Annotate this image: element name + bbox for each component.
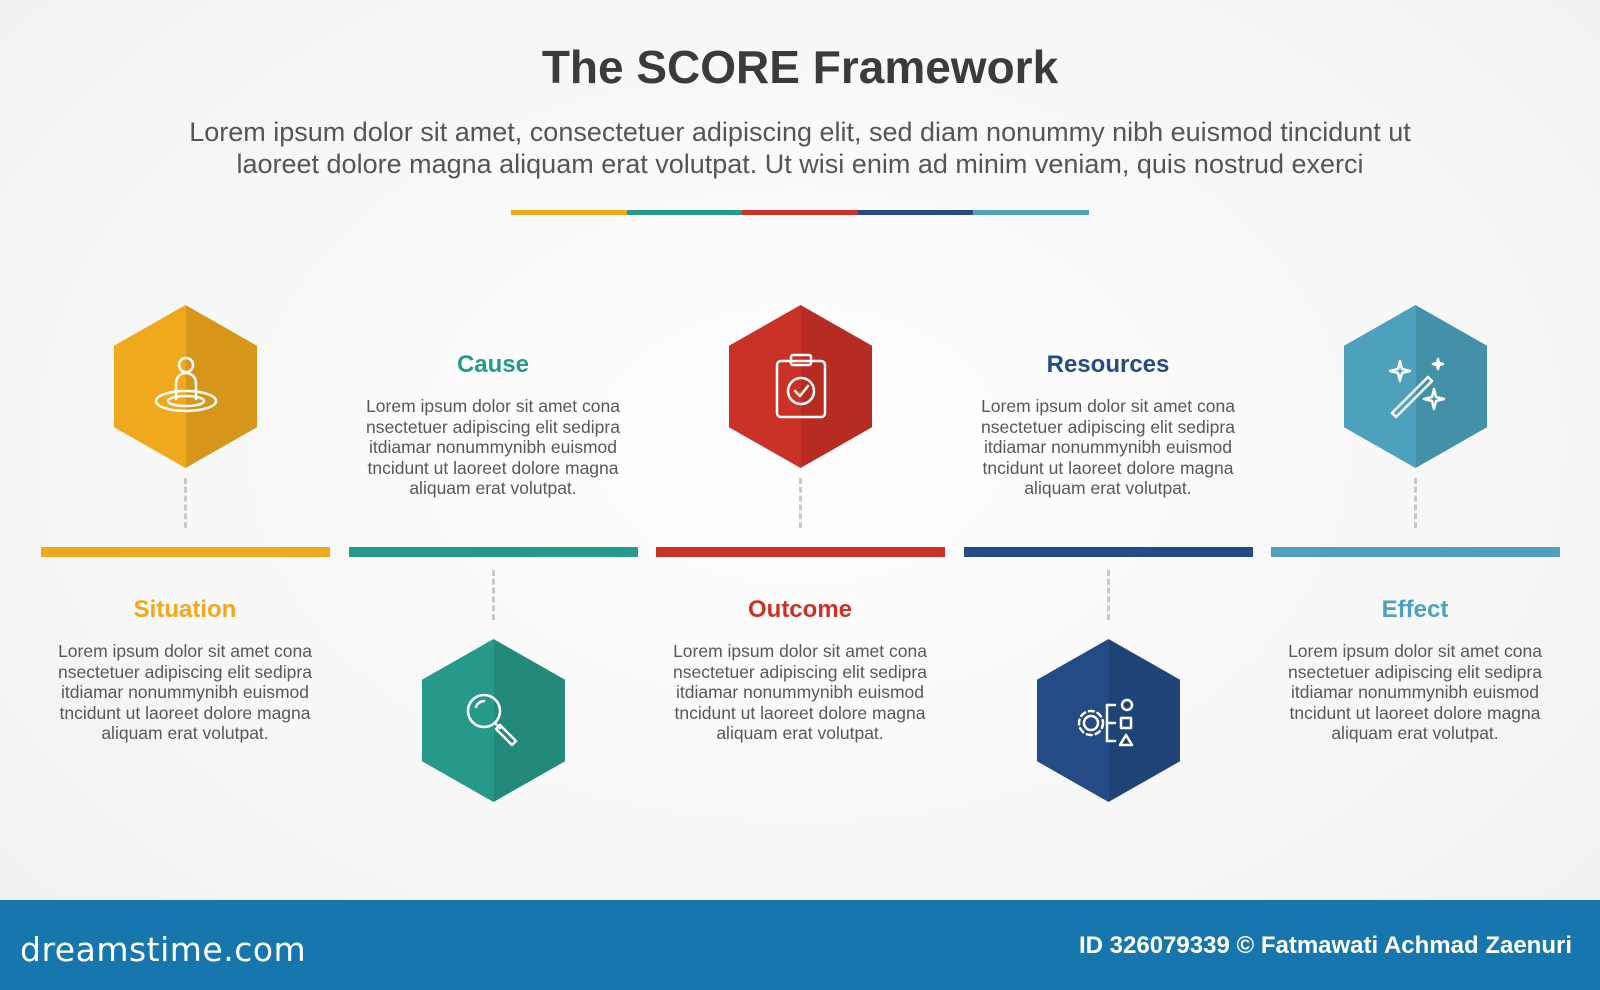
divider-segment-situation [511, 210, 627, 215]
desc-line: Lorem ipsum dolor sit amet cona [981, 396, 1235, 416]
timeline-bar-situation [41, 547, 330, 557]
connector-effect [1414, 478, 1417, 528]
desc-line: aliquam erat volutpat. [716, 723, 884, 743]
step-desc-resources: Lorem ipsum dolor sit amet cona nsectetu… [963, 396, 1253, 499]
subtitle-line-2: laoreet dolore magna aliquam erat volutp… [236, 149, 1364, 179]
divider-segment-outcome [742, 210, 858, 215]
connector-situation [184, 478, 187, 528]
desc-line: tncidunt ut laoreet dolore magna [367, 457, 619, 478]
desc-line: nsectetuer adipiscing elit sedipra [1288, 661, 1542, 682]
timeline-bar-resources [964, 547, 1253, 557]
desc-line: itdiamar nonummynibh euismod [1290, 682, 1540, 702]
divider-segment-effect [973, 210, 1089, 215]
timeline-bar-effect [1271, 547, 1560, 557]
desc-line: Lorem ipsum dolor sit amet cona [1288, 641, 1542, 661]
magic-wand-icon [1388, 357, 1446, 419]
magnifier-icon [466, 693, 518, 747]
desc-line: tncidunt ut laoreet dolore magna [1289, 702, 1541, 723]
step-title-effect: Effect [1381, 596, 1449, 623]
connector-outcome [799, 478, 802, 528]
clipboard-check-icon [775, 353, 827, 419]
desc-line: aliquam erat volutpat. [1024, 478, 1192, 498]
desc-line: nsectetuer adipiscing elit sedipra [366, 416, 620, 437]
footer-bar: dreamstime.com ID 326079339 © Fatmawati … [0, 900, 1600, 990]
desc-line: Lorem ipsum dolor sit amet cona [58, 641, 312, 661]
person-on-target-icon [154, 356, 218, 413]
gear-shapes-icon [1077, 698, 1134, 747]
timeline-bar-cause [349, 547, 638, 557]
desc-line: itdiamar nonummynibh euismod [983, 437, 1233, 457]
footer-brand[interactable]: dreamstime.com [20, 930, 307, 969]
desc-line: Lorem ipsum dolor sit amet cona [673, 641, 927, 661]
hexagon-situation [114, 305, 257, 468]
hexagon-effect [1344, 305, 1487, 468]
page-title: The SCORE Framework [541, 41, 1059, 93]
desc-line: nsectetuer adipiscing elit sedipra [981, 416, 1235, 437]
step-desc-outcome: Lorem ipsum dolor sit amet cona nsectetu… [655, 641, 945, 744]
step-desc-cause: Lorem ipsum dolor sit amet cona nsectetu… [348, 396, 638, 499]
page-subtitle: Lorem ipsum dolor sit amet, consectetuer… [100, 116, 1500, 180]
hexagon-resources [1037, 639, 1180, 802]
hexagon-outcome [729, 305, 872, 468]
divider-segment-cause [626, 210, 743, 215]
desc-line: itdiamar nonummynibh euismod [675, 682, 925, 702]
footer-credit: ID 326079339 © Fatmawati Achmad Zaenuri [1079, 932, 1572, 959]
connector-resources [1107, 570, 1110, 620]
desc-line: tncidunt ut laoreet dolore magna [59, 702, 311, 723]
hexagon-cause [422, 639, 565, 802]
color-divider [511, 210, 1089, 215]
desc-line: aliquam erat volutpat. [1331, 723, 1499, 743]
desc-line: Lorem ipsum dolor sit amet cona [366, 396, 620, 416]
desc-line: aliquam erat volutpat. [101, 723, 269, 743]
step-title-situation: Situation [133, 596, 237, 623]
subtitle-line-1: Lorem ipsum dolor sit amet, consectetuer… [189, 117, 1411, 147]
desc-line: tncidunt ut laoreet dolore magna [674, 702, 926, 723]
desc-line: nsectetuer adipiscing elit sedipra [58, 661, 312, 682]
divider-segment-resources [857, 210, 974, 215]
step-desc-situation: Lorem ipsum dolor sit amet cona nsectetu… [40, 641, 330, 744]
desc-line: aliquam erat volutpat. [409, 478, 577, 498]
timeline-bar-outcome [656, 547, 945, 557]
desc-line: tncidunt ut laoreet dolore magna [982, 457, 1234, 478]
connector-cause [492, 570, 495, 620]
step-title-outcome: Outcome [747, 596, 852, 623]
step-desc-effect: Lorem ipsum dolor sit amet cona nsectetu… [1270, 641, 1560, 744]
step-title-resources: Resources [1046, 351, 1170, 378]
desc-line: nsectetuer adipiscing elit sedipra [673, 661, 927, 682]
desc-line: itdiamar nonummynibh euismod [60, 682, 310, 702]
step-title-cause: Cause [456, 351, 530, 378]
desc-line: itdiamar nonummynibh euismod [368, 437, 618, 457]
